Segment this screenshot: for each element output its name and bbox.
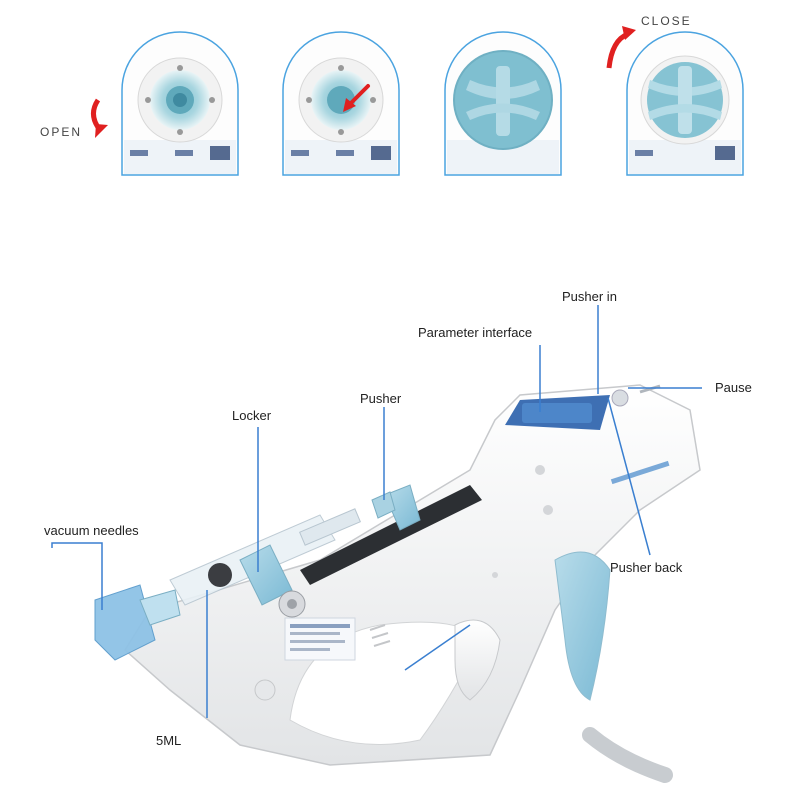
step-panel-2	[282, 31, 400, 176]
step-panel-3	[444, 31, 562, 176]
pusher-in-label: Pusher in	[562, 289, 617, 304]
step-panel-4	[626, 31, 744, 176]
curved-arrow-down-icon	[91, 98, 108, 138]
pusher-back-label: Pusher back	[610, 560, 683, 575]
vacuum-needles-label: vacuum needles	[44, 523, 139, 538]
open-label: OPEN	[40, 125, 83, 139]
pause-label: Pause	[715, 380, 752, 395]
curved-arrow-up-icon	[606, 26, 636, 69]
locker-label: Locker	[232, 408, 272, 423]
step-panel-1	[121, 31, 239, 176]
pusher-label: Pusher	[360, 391, 402, 406]
five-ml-label: 5ML	[156, 733, 182, 748]
injection-gun	[94, 384, 701, 783]
close-label: CLOSE	[641, 14, 692, 28]
callout-lines	[51, 305, 702, 718]
red-arrow-icon	[343, 84, 370, 112]
parameter-interface-label: Parameter interface	[418, 325, 533, 340]
